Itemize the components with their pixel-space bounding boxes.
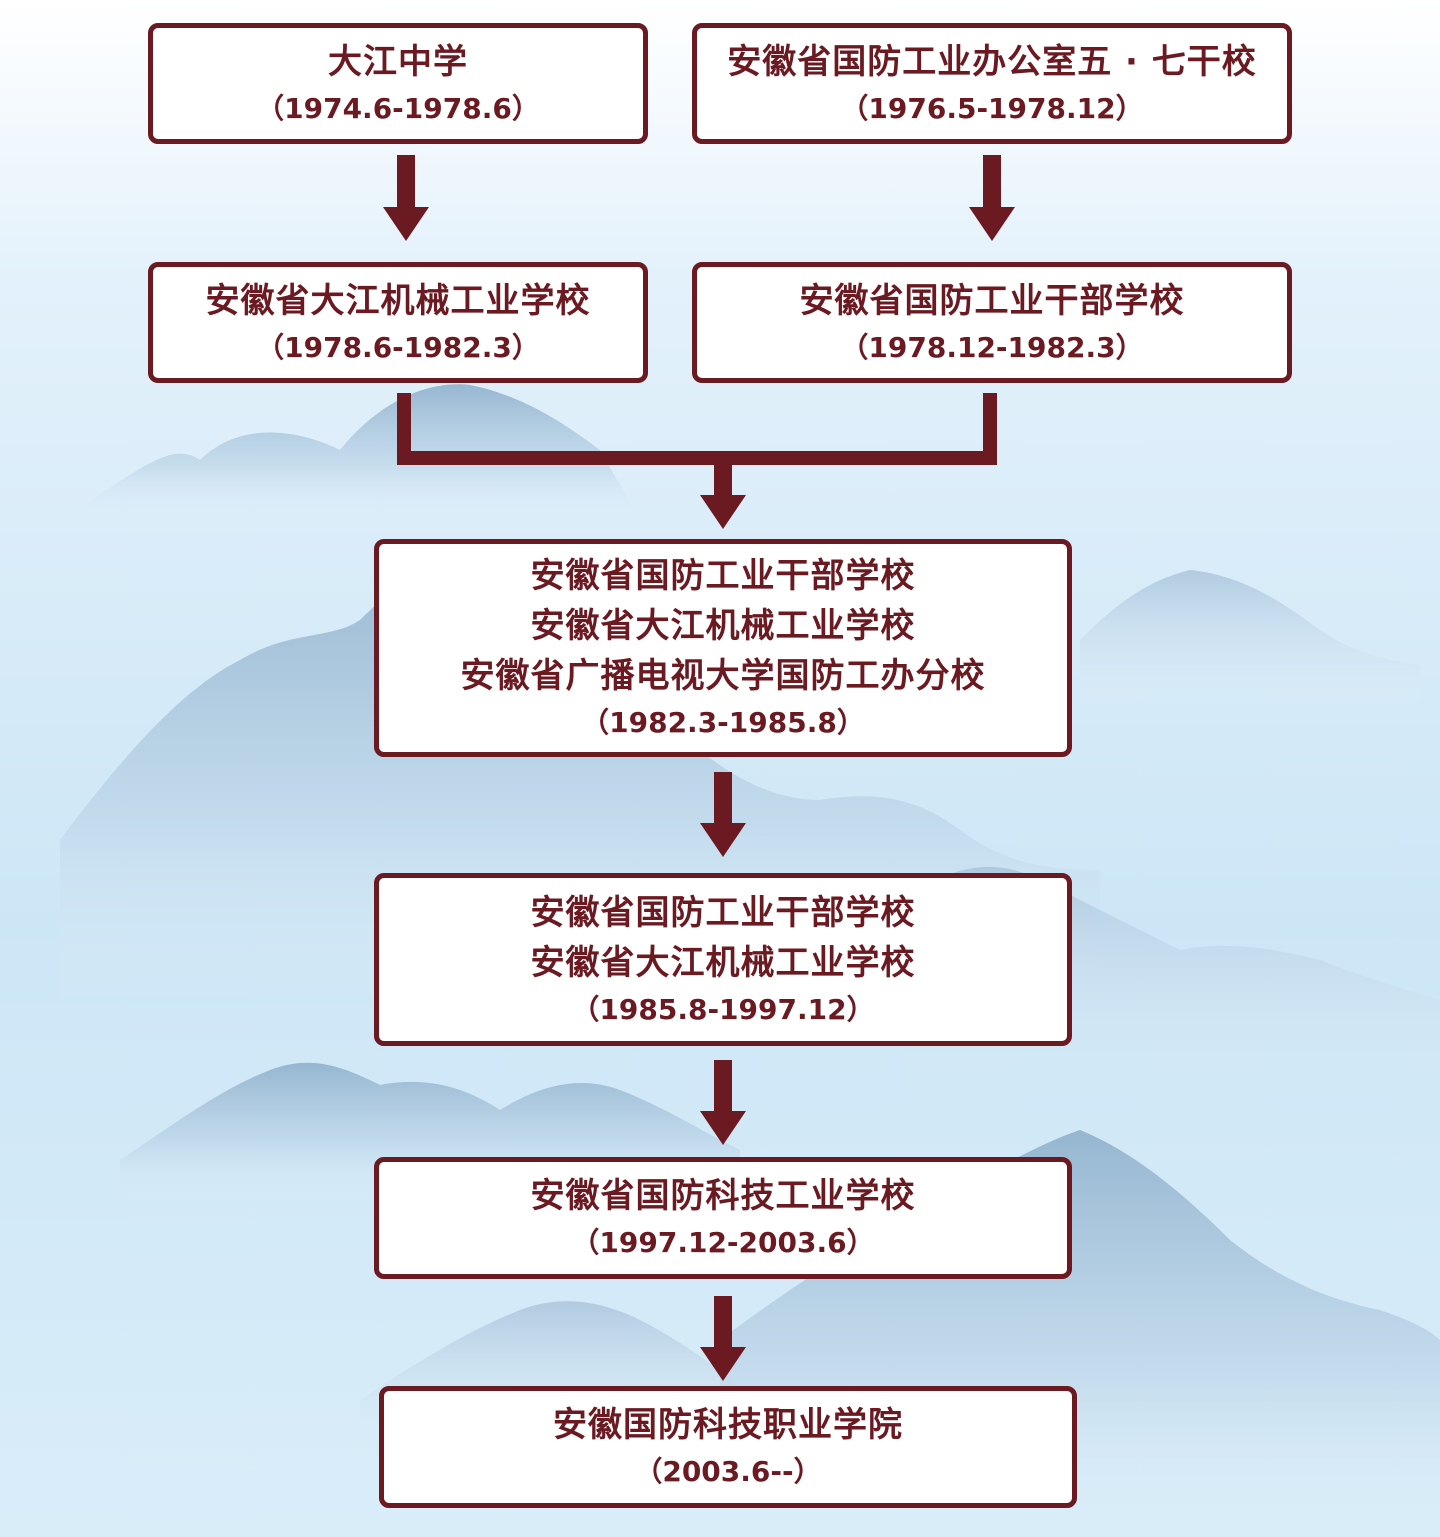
arrow-down-icon: [700, 463, 746, 529]
node-name: 大江中学: [328, 41, 468, 82]
node-name: 安徽省国防工业干部学校: [530, 556, 916, 596]
node-merged-1985: 安徽省国防工业干部学校 安徽省大江机械工业学校 （1985.8-1997.12）: [374, 873, 1072, 1046]
arrow-down-icon: [700, 1060, 746, 1145]
node-name: 安徽省大江机械工业学校: [530, 606, 916, 646]
node-period: （1976.5-1978.12）: [840, 91, 1144, 125]
arrow-down-icon: [700, 1296, 746, 1381]
node-period: （1997.12-2003.6）: [571, 1226, 875, 1259]
node-dajiang-middle-school: 大江中学 （1974.6-1978.6）: [148, 23, 648, 144]
arrow-down-icon: [700, 772, 746, 857]
node-machinery-school: 安徽省大江机械工业学校 （1978.6-1982.3）: [148, 262, 648, 383]
arrow-down-icon: [383, 155, 429, 241]
node-vocational-college: 安徽国防科技职业学院 （2003.6--）: [379, 1386, 1077, 1508]
node-period: （1985.8-1997.12）: [571, 992, 875, 1026]
node-name: 安徽省大江机械工业学校: [530, 942, 916, 983]
node-name: 安徽省国防工业干部学校: [530, 892, 916, 933]
node-period: （1974.6-1978.6）: [256, 91, 540, 125]
node-name: 安徽省大江机械工业学校: [205, 280, 591, 321]
node-name: 安徽省国防工业办公室五 · 七干校: [727, 41, 1257, 82]
node-period: （1978.6-1982.3）: [256, 330, 540, 364]
node-defense-tech-school: 安徽省国防科技工业学校 （1997.12-2003.6）: [374, 1157, 1072, 1279]
arrow-down-icon: [969, 155, 1015, 241]
node-name: 安徽省国防科技工业学校: [530, 1176, 916, 1216]
node-name: 安徽省广播电视大学国防工办分校: [460, 656, 986, 696]
node-name: 安徽国防科技职业学院: [553, 1405, 903, 1445]
node-name: 安徽省国防工业干部学校: [799, 280, 1185, 321]
node-defense-cadre-school: 安徽省国防工业干部学校 （1978.12-1982.3）: [692, 262, 1292, 383]
node-wuqi-cadre-school: 安徽省国防工业办公室五 · 七干校 （1976.5-1978.12）: [692, 23, 1292, 144]
node-period: （1982.3-1985.8）: [581, 706, 865, 739]
node-period: （2003.6--）: [634, 1455, 822, 1488]
node-merged-1982: 安徽省国防工业干部学校 安徽省大江机械工业学校 安徽省广播电视大学国防工办分校 …: [374, 539, 1072, 757]
node-period: （1978.12-1982.3）: [840, 330, 1144, 364]
merge-connector: [397, 393, 997, 465]
